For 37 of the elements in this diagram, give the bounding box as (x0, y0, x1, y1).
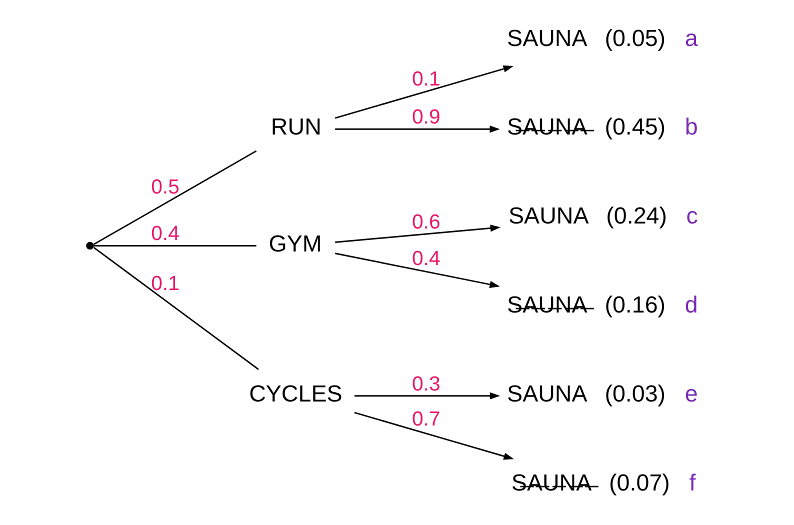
node-text: SAUNA (506, 380, 587, 406)
edge-label: 0.9 (411, 106, 440, 129)
node-text: RUN (270, 114, 321, 140)
edge-label: 0.1 (150, 272, 179, 295)
node-label: d (684, 291, 698, 318)
node-label: (0.07) (608, 469, 670, 496)
node-label: e (684, 380, 698, 406)
node-circle (86, 242, 94, 250)
node-label: b (684, 114, 698, 140)
node-label: a (684, 24, 698, 51)
arrow (354, 392, 500, 400)
edge-label: 0.4 (150, 223, 179, 246)
connector (92, 246, 258, 370)
node-label: f (688, 469, 696, 496)
arrow (354, 412, 514, 460)
arrow (334, 126, 500, 133)
edge-label: 0.7 (411, 408, 440, 430)
edge-label: 0.1 (411, 68, 440, 91)
node-label: c (686, 202, 698, 229)
edge-label: 0.4 (411, 248, 440, 270)
node-text: SAUNA (508, 202, 588, 229)
connector (93, 245, 256, 246)
connector (92, 150, 256, 246)
arrow (334, 252, 500, 288)
node-label: (0.05) (604, 24, 666, 51)
node-text: SAUNA (506, 24, 587, 51)
node-label: (0.16) (604, 291, 666, 318)
edge-label: 0.5 (150, 176, 179, 199)
edge-label: 0.3 (411, 373, 440, 396)
node-label: (0.03) (604, 380, 666, 406)
node-label: (0.45) (604, 114, 666, 140)
node-text: GYM (268, 230, 322, 256)
edge-label: 0.6 (411, 212, 440, 234)
node-text: CYCLES (248, 380, 342, 406)
arrow (334, 224, 500, 243)
arrow (334, 65, 514, 119)
node-label: (0.24) (606, 202, 667, 229)
